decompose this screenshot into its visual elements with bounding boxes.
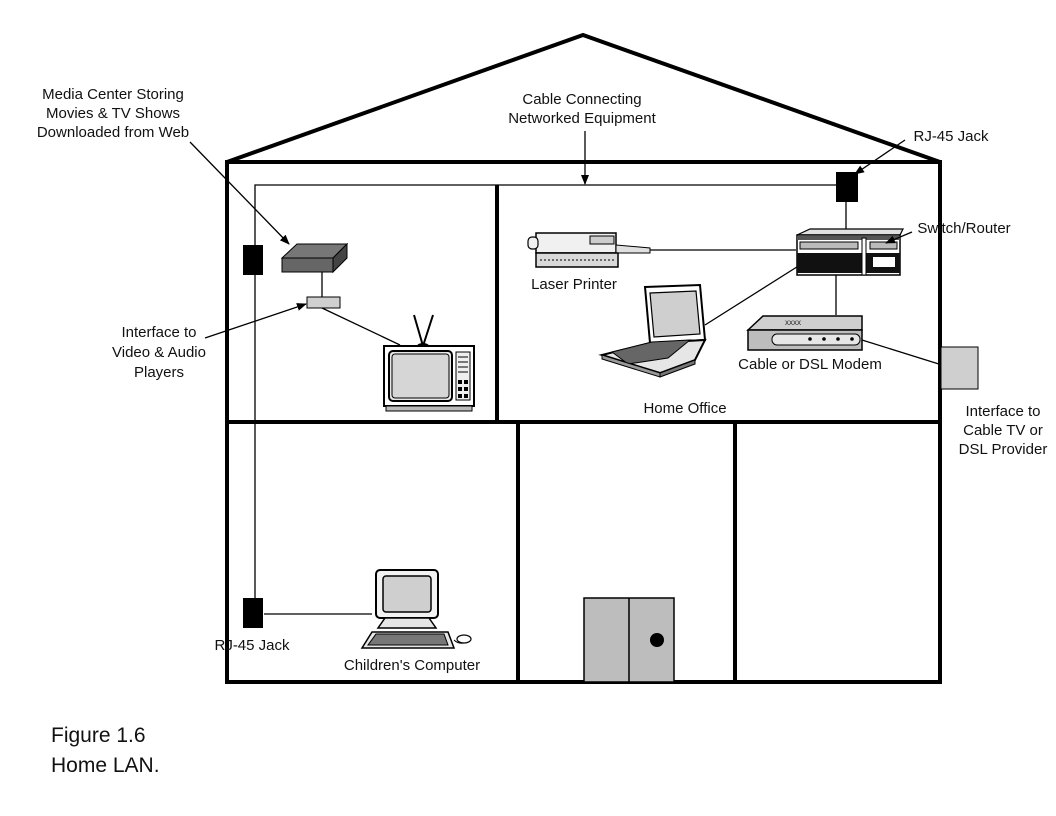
label-interface-av-1: Interface to — [121, 324, 196, 341]
figure-number: Figure 1.6 — [51, 724, 146, 747]
switch-router-icon — [796, 228, 904, 276]
laptop-icon — [598, 283, 707, 378]
label-laser-printer: Laser Printer — [531, 276, 617, 293]
label-modem: Cable or DSL Modem — [738, 356, 882, 373]
label-interface-provider-3: DSL Provider — [959, 441, 1048, 458]
arrow-interface-av — [204, 303, 307, 339]
modem-brand-text: XXXX — [785, 321, 801, 327]
label-rj45-top: RJ-45 Jack — [913, 128, 989, 145]
callout-arrows — [189, 131, 913, 339]
rj45-jack-bottom-icon — [243, 598, 263, 628]
interface-tv-cable — [321, 307, 401, 346]
rj45-jack-top-icon — [836, 172, 858, 202]
main-cable — [254, 184, 846, 625]
label-interface-provider-1: Interface to — [965, 403, 1040, 420]
modem-icon: XXXX — [746, 315, 863, 351]
label-home-office: Home Office — [643, 400, 726, 417]
television-icon — [383, 314, 475, 412]
door-icon — [583, 597, 675, 683]
arrow-media-center — [189, 141, 290, 245]
label-switch-router: Switch/Router — [917, 220, 1010, 237]
laptop-cable — [704, 264, 801, 326]
av-interface-icon — [306, 296, 341, 309]
house-roof — [226, 32, 941, 164]
label-media-center-1: Media Center Storing — [42, 86, 184, 103]
label-childrens-computer: Children's Computer — [344, 657, 480, 674]
labels: Media Center Storing Movies & TV Shows D… — [37, 86, 1047, 674]
laser-printer-icon — [527, 232, 651, 268]
label-interface-av-2: Video & Audio — [112, 344, 206, 361]
label-media-center-2: Movies & TV Shows — [46, 105, 180, 122]
media-center-icon — [280, 242, 349, 274]
network-cabling — [254, 184, 943, 625]
arrow-rj45-top — [854, 139, 906, 175]
label-cable-2: Networked Equipment — [508, 110, 656, 127]
provider-interface-icon — [940, 346, 979, 390]
arrow-switch-router — [885, 231, 913, 244]
label-interface-provider-2: Cable TV or — [963, 422, 1043, 439]
label-media-center-3: Downloaded from Web — [37, 124, 189, 141]
rj45-jack-left-icon — [243, 245, 263, 275]
label-rj45-bottom: RJ-45 Jack — [214, 637, 290, 654]
figure-caption: Home LAN. — [51, 754, 160, 777]
modem-provider-cable — [861, 339, 943, 366]
desktop-computer-icon — [360, 569, 472, 649]
label-cable-1: Cable Connecting — [522, 91, 641, 108]
label-interface-av-3: Players — [134, 364, 184, 381]
